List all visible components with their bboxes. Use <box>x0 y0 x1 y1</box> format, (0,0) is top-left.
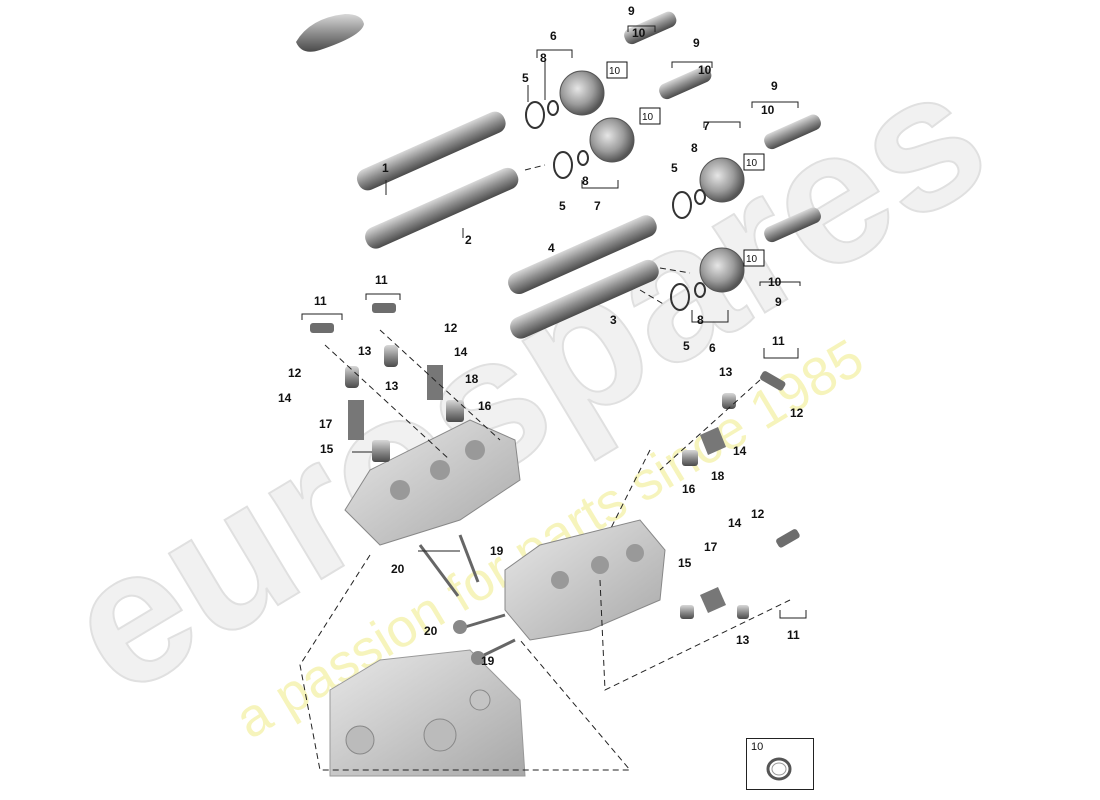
callout-20a: 20 <box>391 562 405 576</box>
callout-11c: 11 <box>772 334 785 348</box>
callout-17a: 17 <box>319 417 333 431</box>
callout-5b: 5 <box>559 199 566 213</box>
engine-block <box>329 649 526 777</box>
car-icon <box>296 14 364 52</box>
callout-9c: 9 <box>771 79 778 93</box>
assembly-lines <box>299 164 791 771</box>
solenoid-valve-a <box>624 11 677 45</box>
legend-box: 10 <box>746 738 814 790</box>
valves <box>418 534 516 665</box>
callout-19b: 19 <box>481 654 495 668</box>
callout-12a: 12 <box>444 321 458 335</box>
valve-train-left <box>310 303 464 462</box>
callout-8d: 8 <box>697 313 704 327</box>
callout-10-box-d: 10 <box>746 254 758 265</box>
callout-7b: 7 <box>703 119 710 133</box>
callouts: 1 2 3 4 5 5 5 5 6 6 7 7 8 8 8 8 9 9 9 9 … <box>278 4 804 668</box>
callout-19a: 19 <box>490 544 504 558</box>
camshaft-4 <box>508 215 657 295</box>
callout-8c: 8 <box>691 141 698 155</box>
camshaft-adjuster-top-left <box>559 70 605 116</box>
callout-12b: 12 <box>288 366 302 380</box>
callout-11a: 11 <box>314 294 327 308</box>
boxed-labels <box>606 61 765 267</box>
callout-14c: 14 <box>733 444 747 458</box>
callout-12d: 12 <box>751 507 765 521</box>
callout-15a: 15 <box>320 442 334 456</box>
callout-5d: 5 <box>683 339 690 353</box>
callout-16a: 16 <box>478 399 492 413</box>
callout-3: 3 <box>610 313 617 327</box>
solenoid-valve-d <box>764 207 821 243</box>
solenoid-valve-b <box>659 66 712 100</box>
callout-16b: 16 <box>682 482 696 496</box>
callout-13a: 13 <box>358 344 372 358</box>
callout-10b: 10 <box>698 63 712 77</box>
callout-13d: 13 <box>736 633 750 647</box>
callout-6a: 6 <box>550 29 557 43</box>
callout-1: 1 <box>382 161 389 175</box>
callout-14b: 14 <box>278 391 292 405</box>
callout-8b: 8 <box>582 174 589 188</box>
camshaft-adjuster-top-mid <box>589 117 635 163</box>
callout-4: 4 <box>548 241 555 255</box>
callout-14a: 14 <box>454 345 468 359</box>
callout-15b: 15 <box>678 556 692 570</box>
solenoid-valve-c <box>764 114 821 150</box>
callout-7a: 7 <box>594 199 601 213</box>
camshaft-adjuster-right-lower <box>699 247 745 293</box>
camshaft-adjuster-right-upper <box>699 157 745 203</box>
o-ring-icon <box>766 757 792 781</box>
callout-10a: 10 <box>632 26 646 40</box>
callout-13c: 13 <box>719 365 733 379</box>
legend-number: 10 <box>751 741 764 753</box>
camshaft-2 <box>365 167 519 249</box>
callout-10-box-b: 10 <box>642 112 654 123</box>
callout-20b: 20 <box>424 624 438 638</box>
callout-9d: 9 <box>775 295 782 309</box>
callout-17b: 17 <box>704 540 718 554</box>
valve-train-right <box>680 371 800 619</box>
callout-5a: 5 <box>522 71 529 85</box>
callout-10-box-a: 10 <box>609 66 621 77</box>
camshaft-1 <box>356 111 506 191</box>
o-rings <box>525 100 706 311</box>
callout-14d: 14 <box>728 516 742 530</box>
callout-10d: 10 <box>768 275 782 289</box>
callout-10c: 10 <box>761 103 775 117</box>
callout-13b: 13 <box>385 379 399 393</box>
callout-18b: 18 <box>711 469 725 483</box>
callout-12c: 12 <box>790 406 804 420</box>
callout-8a: 8 <box>540 51 547 65</box>
callout-18a: 18 <box>465 372 479 386</box>
callout-9a: 9 <box>628 4 635 18</box>
callout-9b: 9 <box>693 36 700 50</box>
cylinder-head-lower <box>504 519 666 641</box>
watermark: eurospares a passion for parts since 198… <box>31 25 1020 750</box>
callout-2: 2 <box>465 233 472 247</box>
callout-6b: 6 <box>709 341 716 355</box>
camshaft-3 <box>510 259 659 339</box>
leader-lines <box>301 25 807 619</box>
callout-11b: 11 <box>375 273 388 287</box>
callout-10-box-c: 10 <box>746 158 758 169</box>
callout-11d: 11 <box>787 628 800 642</box>
callout-5c: 5 <box>671 161 678 175</box>
